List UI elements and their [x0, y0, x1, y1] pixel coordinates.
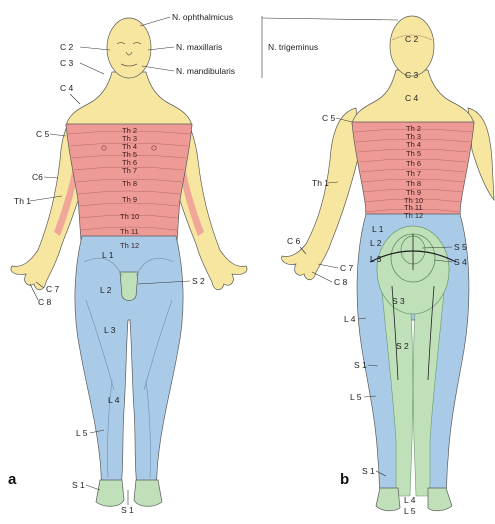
- front-label-c5: C 5: [36, 129, 50, 139]
- back-label-l5: L 5: [350, 392, 362, 402]
- back-label-s1: S 1: [354, 360, 367, 370]
- back-label-c7: C 7: [340, 263, 354, 273]
- back-label-l3: L 3: [370, 254, 382, 264]
- back-th5: Th 5: [406, 149, 421, 158]
- front-label-c4: C 4: [60, 83, 74, 93]
- front-genital-region: [120, 272, 138, 301]
- front-label-n-mandibularis: N. mandibularis: [176, 66, 235, 76]
- label-n-trigeminus: N. trigeminus: [268, 42, 318, 52]
- front-label-l3: L 3: [104, 325, 116, 335]
- back-label-s4: S 4: [454, 257, 467, 267]
- back-label-c8: C 8: [334, 277, 348, 287]
- back-label-c2: C 2: [405, 34, 419, 44]
- front-label-l1: L 1: [102, 250, 114, 260]
- front-feet: [96, 480, 162, 506]
- back-label-l4: L 4: [344, 314, 356, 324]
- front-label-s2: S 2: [192, 276, 205, 286]
- back-label-l5-foot: L 5: [404, 506, 416, 516]
- back-th6: Th 6: [406, 159, 421, 168]
- front-label-n-maxillaris: N. maxillaris: [176, 42, 222, 52]
- back-label-l4-foot: L 4: [404, 495, 416, 505]
- front-label-n-ophthalmicus: N. ophthalmicus: [172, 12, 233, 22]
- trigeminus-pointer-back: [262, 18, 398, 20]
- front-th12: Th 12: [120, 241, 139, 250]
- back-label-s1-lower: S 1: [362, 466, 375, 476]
- panel-label-a: a: [8, 471, 17, 488]
- front-label-th1: Th 1: [14, 196, 31, 206]
- back-arm-left: [282, 108, 360, 280]
- front-th9: Th 9: [122, 195, 137, 204]
- front-label-c6: C6: [32, 172, 43, 182]
- back-label-c6: C 6: [287, 236, 301, 246]
- front-label-s1-bottom: S 1: [121, 505, 134, 515]
- front-figure: [11, 18, 247, 506]
- back-th12: Th 12: [404, 211, 423, 220]
- back-label-s2: S 2: [396, 341, 409, 351]
- front-label-c8: C 8: [38, 297, 52, 307]
- front-th7: Th 7: [122, 166, 137, 175]
- back-label-l1: L 1: [372, 224, 384, 234]
- back-label-l2: L 2: [370, 238, 382, 248]
- back-label-s5: S 5: [454, 242, 467, 252]
- back-thoracic-labels: Th 2 Th 3 Th 4 Th 5 Th 6 Th 7 Th 8 Th 9 …: [404, 124, 423, 220]
- front-label-c7: C 7: [46, 284, 60, 294]
- front-th11: Th 11: [120, 227, 139, 236]
- back-label-c4: C 4: [405, 93, 419, 103]
- front-label-l5: L 5: [76, 428, 88, 438]
- back-label-c3: C 3: [405, 70, 419, 80]
- front-neck-shoulders: [66, 72, 192, 126]
- front-th10: Th 10: [120, 212, 139, 221]
- front-label-l4: L 4: [108, 395, 120, 405]
- back-label-c5: C 5: [322, 113, 336, 123]
- back-th7: Th 7: [406, 169, 421, 178]
- front-head: [107, 18, 151, 78]
- panel-label-b: b: [340, 471, 349, 488]
- front-th8: Th 8: [122, 179, 137, 188]
- back-head: [390, 16, 434, 76]
- front-label-c3: C 3: [60, 58, 74, 68]
- back-th4: Th 4: [406, 140, 421, 149]
- back-label-th1: Th 1: [312, 178, 329, 188]
- front-label-s1-left: S 1: [72, 480, 85, 490]
- front-label-c2: C 2: [60, 42, 74, 52]
- back-label-s3: S 3: [392, 296, 405, 306]
- front-label-l2: L 2: [100, 285, 112, 295]
- back-th8: Th 8: [406, 179, 421, 188]
